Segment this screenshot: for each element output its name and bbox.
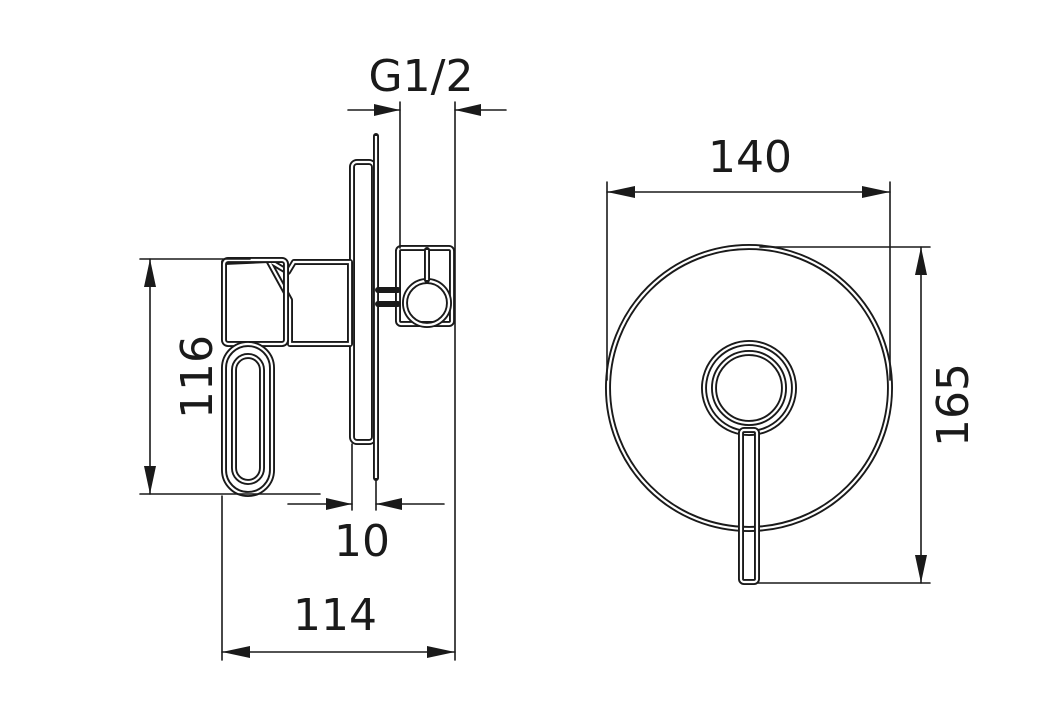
front-view-handle bbox=[701, 340, 797, 585]
dimension-wall-gap: 10 bbox=[287, 498, 445, 567]
dimension-thread-label: G1/2 bbox=[369, 51, 474, 102]
front-view-extension-lines bbox=[606, 181, 931, 584]
side-view-wall-plate bbox=[349, 133, 379, 481]
dimension-height-side: 116 bbox=[144, 258, 223, 495]
front-view: 140 165 bbox=[605, 132, 979, 585]
side-view: G1/2 116 10 114 bbox=[139, 51, 507, 661]
side-view-valve-body bbox=[375, 245, 455, 328]
front-view-plate bbox=[605, 244, 893, 532]
side-view-lever bbox=[221, 341, 275, 497]
dimension-depth-label: 114 bbox=[293, 590, 377, 641]
side-view-handle-body bbox=[221, 257, 353, 347]
side-view-extension-lines bbox=[139, 101, 456, 661]
dimension-height-label: 165 bbox=[928, 363, 979, 447]
dimension-wall-gap-label: 10 bbox=[334, 516, 390, 567]
dimension-height-side-label: 116 bbox=[172, 335, 223, 419]
dimension-height: 165 bbox=[915, 246, 979, 584]
dimension-width-label: 140 bbox=[708, 132, 792, 183]
dimension-thread: G1/2 bbox=[347, 51, 507, 116]
dimension-width: 140 bbox=[606, 132, 891, 198]
dimension-depth: 114 bbox=[221, 590, 456, 658]
